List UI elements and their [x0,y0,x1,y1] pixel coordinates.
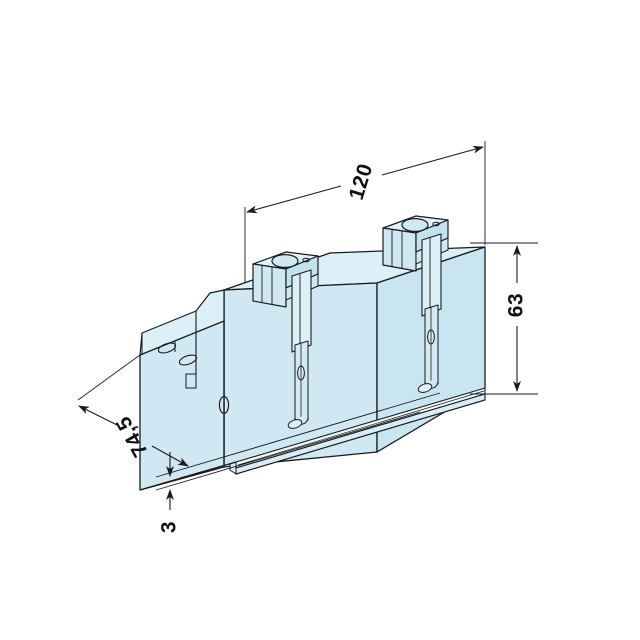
spool-right-tip-cap [417,383,433,393]
spool-assembly-right [417,233,442,393]
solenoid-left-coil-hole [271,254,299,269]
seal-bottom-line [235,399,486,475]
dim-745-line-a [78,405,120,427]
dim-63-label: 63 [505,293,528,317]
solenoid-left-small-hole [302,257,310,263]
mounting-hole-top-2 [178,354,198,366]
dim-3-label: 3 [158,521,181,533]
solenoid-right-small-hole [432,221,440,227]
spool-assembly-left [287,269,312,429]
dim-120-line-b [381,145,484,176]
spool-left-body [291,269,312,353]
dim-745-ext-upper [77,354,141,401]
dim-745-ext-lower [179,461,237,479]
dim-3-ref-lower [155,411,421,491]
dim-120-line-a [246,185,342,214]
seal-groove-line [237,390,485,466]
step-notch [185,373,197,389]
spool-left-tip-cap [287,419,303,429]
spool-right-stem [424,304,439,389]
dim-120-label: 120 [345,161,378,203]
dimension-3: 3 [155,392,441,533]
valve-body-assembly [139,215,486,491]
spool-right-body [421,233,442,317]
dim-3-ref-upper [155,392,441,478]
spool-left-stem [294,340,309,425]
solenoid-right-coil-hole [401,218,429,233]
mounting-hole-top-1 [157,342,177,354]
dimension-63: 63 [470,242,538,395]
spool-left-port-hole [297,365,305,381]
spool-right-port-hole [427,329,435,345]
solenoid-left-front-face [252,263,287,308]
solenoid-right-front-face [382,227,417,272]
